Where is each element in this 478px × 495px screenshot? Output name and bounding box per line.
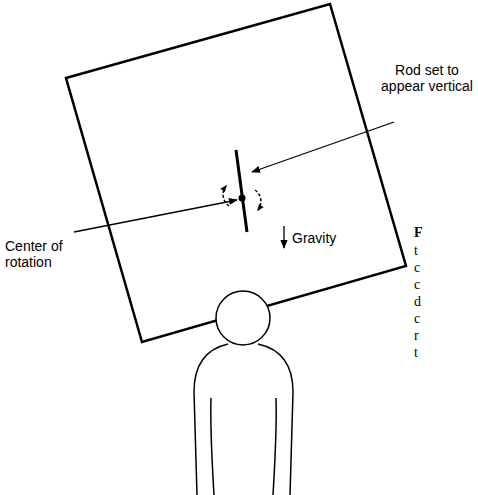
person-arm (211, 398, 214, 495)
caption-fragment: c (414, 277, 420, 293)
caption-fragment: c (414, 260, 420, 276)
rotation-arrow (255, 190, 261, 210)
person-head (216, 291, 270, 345)
gravity-arrow (283, 226, 284, 248)
person-outline (194, 344, 228, 495)
leader-line (252, 122, 394, 172)
caption-fragment: c (414, 311, 420, 327)
caption-fragment: F (414, 225, 423, 241)
gravity-label: Gravity (292, 230, 336, 246)
leader-line (74, 200, 237, 232)
person-body-fill (194, 344, 293, 495)
callout-label: Rod set to appear vertical (381, 62, 473, 94)
caption-fragment: r (414, 328, 419, 344)
caption-fragment: t (414, 345, 418, 361)
center-dot (239, 195, 246, 202)
person-outline (258, 344, 293, 495)
rod (236, 150, 247, 232)
person-arm (273, 398, 276, 495)
callout-label: Center of rotation (5, 238, 71, 270)
caption-fragment: d (414, 294, 421, 310)
caption-fragment: t (414, 243, 418, 259)
